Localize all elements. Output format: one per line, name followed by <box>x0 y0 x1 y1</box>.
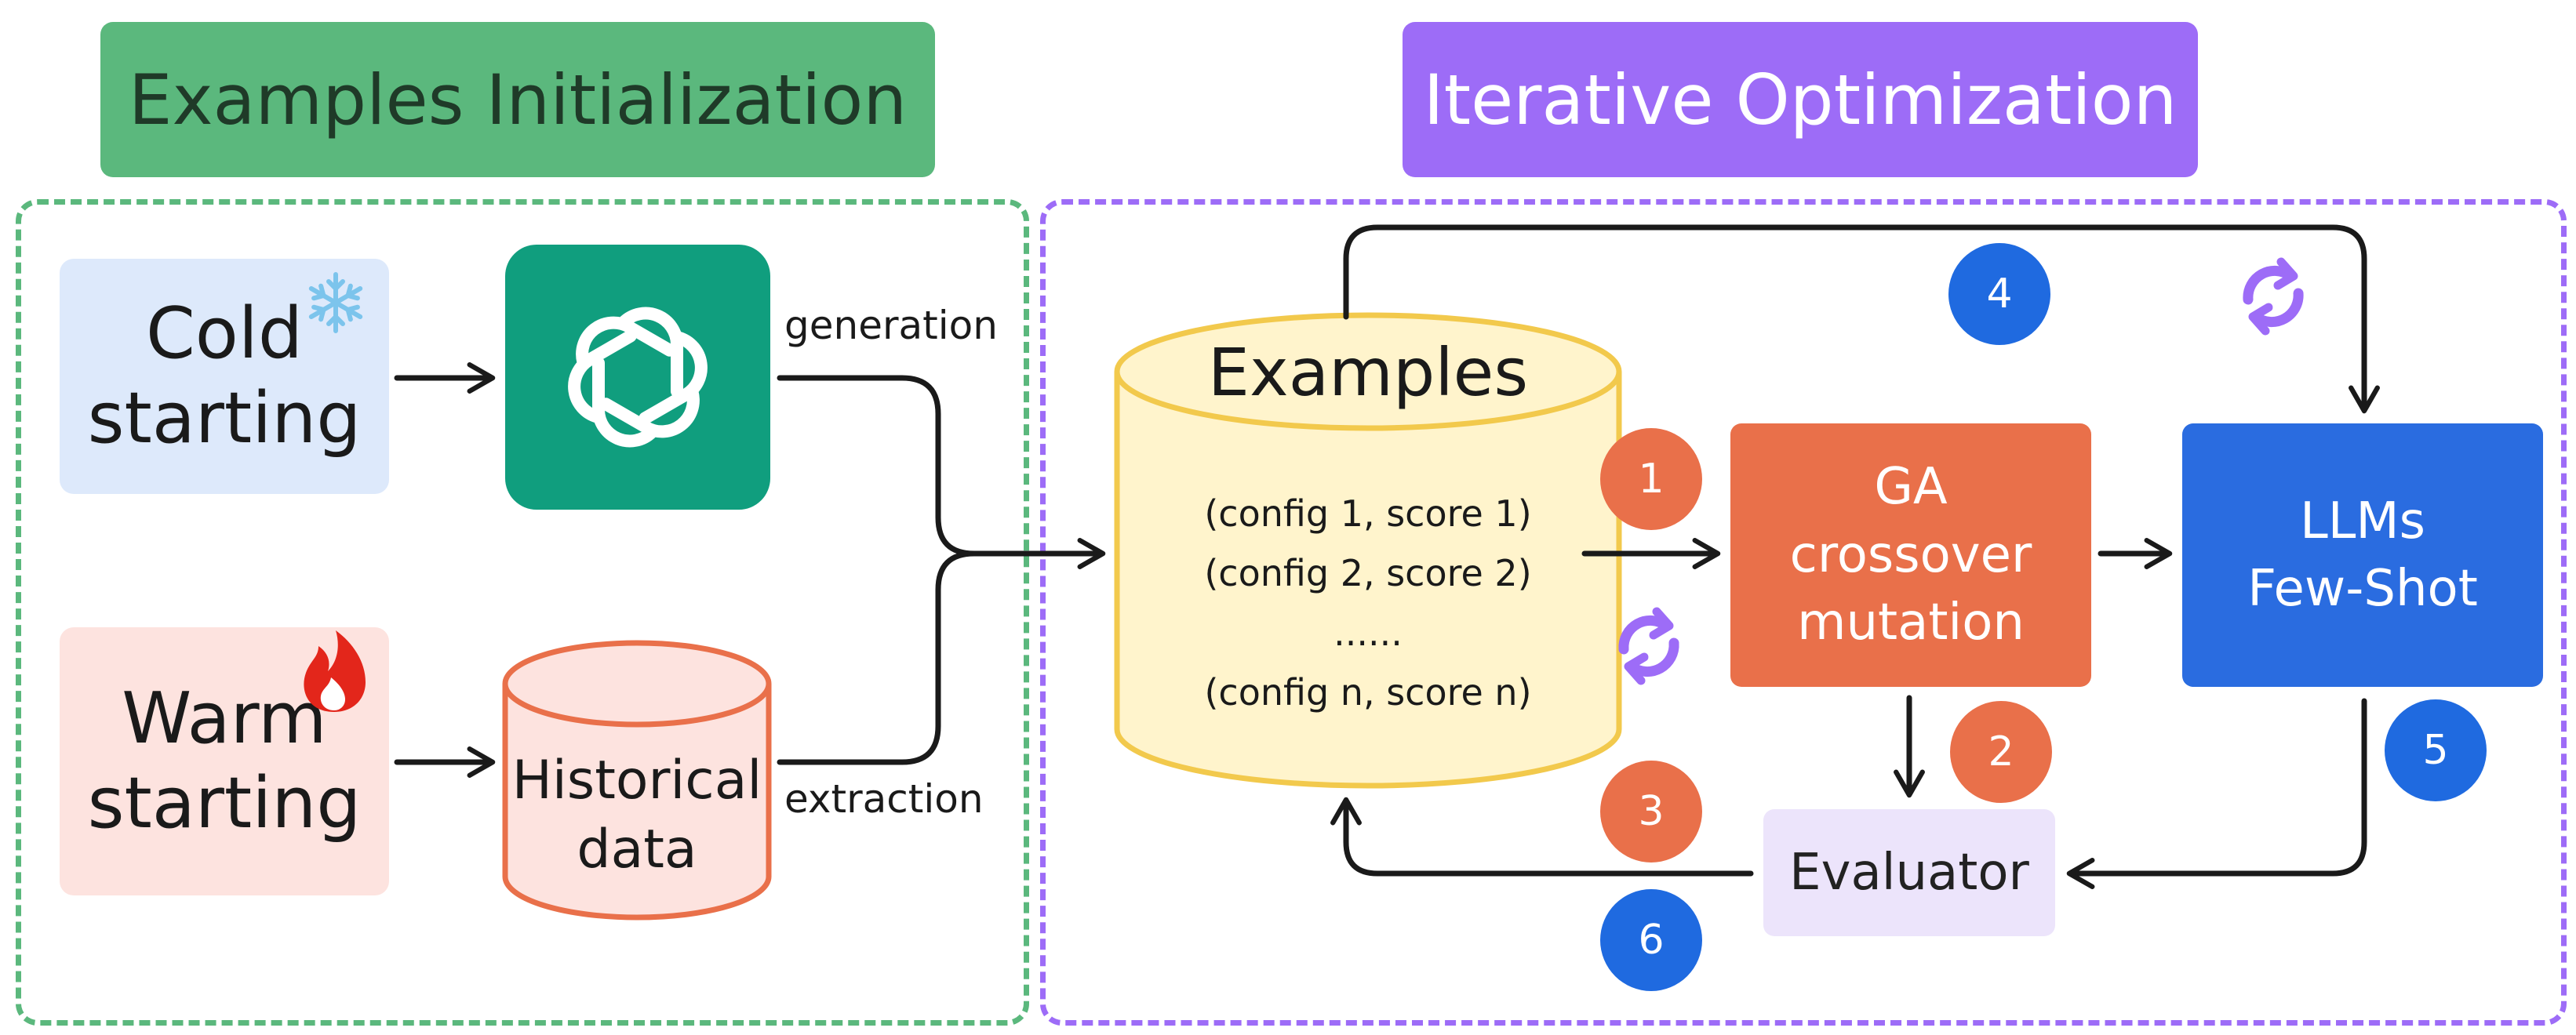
evaluator-box: Evaluator <box>1763 809 2055 936</box>
initialization-frame <box>16 199 1029 1026</box>
step-badge-6: 6 <box>1600 889 1702 991</box>
generation-label: generation <box>784 303 998 348</box>
openai-logo-icon <box>568 307 708 448</box>
generation-merge-line <box>777 375 977 557</box>
llms-few-shot-box: LLMs Few-Shot <box>2182 423 2543 687</box>
ga-line1: GA <box>1874 458 1948 517</box>
openai-generator-box <box>505 245 770 510</box>
iterative-optimization-title: Iterative Optimization <box>1403 22 2198 177</box>
historical-line2: data <box>577 819 697 881</box>
snowflake-icon <box>308 272 363 333</box>
ga-crossover-mutation-box: GA crossover mutation <box>1730 423 2091 687</box>
optimization-frame <box>1040 199 2567 1026</box>
cold-starting-line2: starting <box>87 377 362 459</box>
warm-starting-line1: Warm <box>122 677 327 760</box>
llm-line2: Few-Shot <box>2247 560 2478 618</box>
step-badge-4: 4 <box>1948 243 2050 345</box>
llm-to-evaluator-arrow <box>2066 698 2367 889</box>
historical-data-label: Historical data <box>510 729 764 902</box>
cold-starting-line1: Cold <box>145 292 304 375</box>
examples-title: Examples <box>1207 334 1529 411</box>
ga-line2: crossover <box>1789 525 2032 584</box>
examples-row-ellipsis: ...... <box>1333 612 1403 654</box>
cold-starting-box: Cold starting <box>60 259 389 494</box>
step-badge-5: 5 <box>2385 699 2487 801</box>
cycle-icon-middle <box>1618 607 1679 685</box>
examples-row-1: (config 1, score 1) <box>1204 492 1532 535</box>
examples-cylinder <box>1114 312 1622 789</box>
extraction-merge-line <box>777 550 977 765</box>
examples-initialization-title: Examples Initialization <box>100 22 935 177</box>
cycle-icon-top <box>2243 257 2304 336</box>
warm-starting-line2: starting <box>87 762 362 844</box>
historical-line1: Historical <box>511 749 762 812</box>
evaluator-to-examples-arrow <box>1330 797 1754 877</box>
warm-starting-box: Warm starting <box>60 627 389 895</box>
examples-row-n: (config n, score n) <box>1204 671 1532 714</box>
fire-icon <box>304 630 366 712</box>
historical-data-cylinder <box>502 640 772 921</box>
step-badge-3: 3 <box>1600 761 1702 862</box>
examples-to-llm-loop-arrow <box>1343 224 2380 414</box>
examples-row-2: (config 2, score 2) <box>1204 552 1532 594</box>
step-badge-1: 1 <box>1600 428 1702 530</box>
llm-line1: LLMs <box>2300 492 2425 550</box>
step-badge-2: 2 <box>1950 701 2052 803</box>
ga-line3: mutation <box>1797 594 2025 652</box>
extraction-label: extraction <box>784 776 984 822</box>
